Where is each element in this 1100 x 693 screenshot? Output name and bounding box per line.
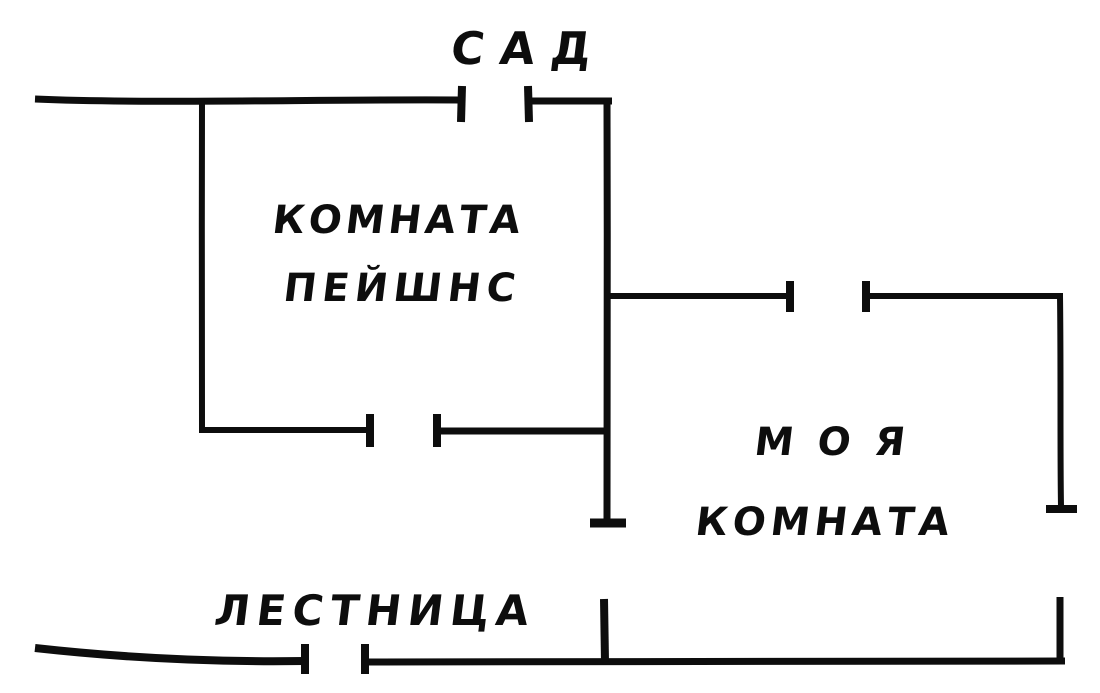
garden-label: САД bbox=[448, 22, 611, 75]
my-room-label-line2: КОМНАТА bbox=[693, 500, 957, 545]
patience-room-label-line2: ПЕЙШНС bbox=[281, 266, 524, 311]
my-room-right-wall bbox=[1057, 295, 1064, 507]
top-exterior-wall-left-segment bbox=[34, 95, 462, 105]
my-room-label-line1: МОЯ bbox=[752, 420, 932, 465]
garden-door-left-jamb bbox=[457, 85, 466, 123]
bottom-exterior-wall-right-segment bbox=[364, 657, 1066, 666]
central-wall bbox=[603, 97, 611, 521]
bottom-exterior-wall-left-segment bbox=[34, 644, 306, 666]
patience-room-label-line1: КОМНАТА bbox=[270, 198, 527, 243]
staircase-label: ЛЕСТНИЦА bbox=[212, 586, 539, 635]
staircase-partition-stub bbox=[600, 598, 609, 663]
patience-room-left-wall bbox=[198, 99, 206, 434]
